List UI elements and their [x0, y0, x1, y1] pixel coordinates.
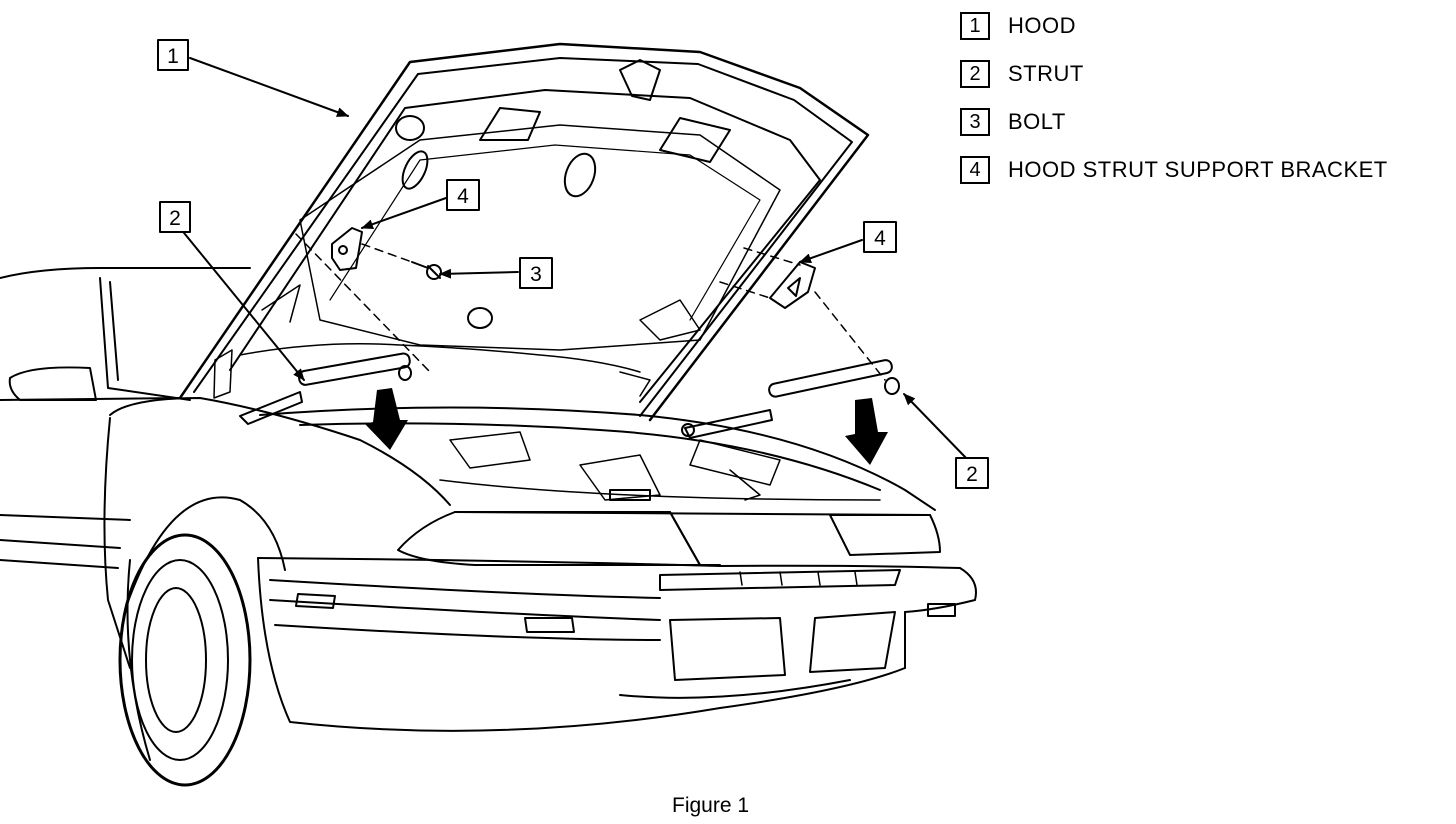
- figure-caption: Figure 1: [672, 794, 750, 817]
- legend-label: HOOD: [1008, 13, 1076, 38]
- svg-text:1: 1: [167, 45, 179, 68]
- legend-number: 1: [960, 12, 990, 40]
- legend-label: BOLT: [1008, 109, 1066, 134]
- callout-bracket-right: 4: [863, 221, 897, 253]
- callout-strut-left: 2: [159, 201, 191, 233]
- callout-strut-right: 2: [955, 457, 989, 489]
- legend-item-strut: 2 STRUT: [960, 50, 1388, 98]
- legend-item-hood: 1 HOOD: [960, 2, 1388, 50]
- legend-number: 3: [960, 108, 990, 136]
- svg-text:2: 2: [169, 207, 181, 230]
- legend-number: 4: [960, 156, 990, 184]
- hood: [178, 42, 870, 422]
- down-arrow-right: [845, 398, 888, 465]
- legend-item-bracket: 4 HOOD STRUT SUPPORT BRACKET: [960, 146, 1388, 194]
- strut-right: [681, 359, 900, 439]
- svg-text:4: 4: [874, 227, 886, 250]
- legend-item-bolt: 3 BOLT: [960, 98, 1388, 146]
- down-arrow-left: [365, 388, 408, 450]
- legend-label: HOOD STRUT SUPPORT BRACKET: [1008, 157, 1388, 182]
- svg-text:2: 2: [966, 463, 978, 486]
- callout-bracket-left: 4: [446, 179, 480, 211]
- legend-label: STRUT: [1008, 61, 1084, 86]
- legend-number: 2: [960, 60, 990, 88]
- bracket-left: [295, 227, 431, 373]
- callout-bolt: 3: [519, 257, 553, 289]
- svg-text:3: 3: [530, 263, 542, 286]
- svg-text:4: 4: [457, 185, 469, 208]
- bracket-right: [719, 247, 886, 381]
- leader-lines: [179, 57, 969, 461]
- callout-hood: 1: [157, 39, 189, 71]
- bolt: [411, 261, 442, 280]
- legend: 1 HOOD 2 STRUT 3 BOLT 4 HOOD STRUT SUPPO…: [960, 2, 1388, 194]
- car-body: [0, 267, 977, 787]
